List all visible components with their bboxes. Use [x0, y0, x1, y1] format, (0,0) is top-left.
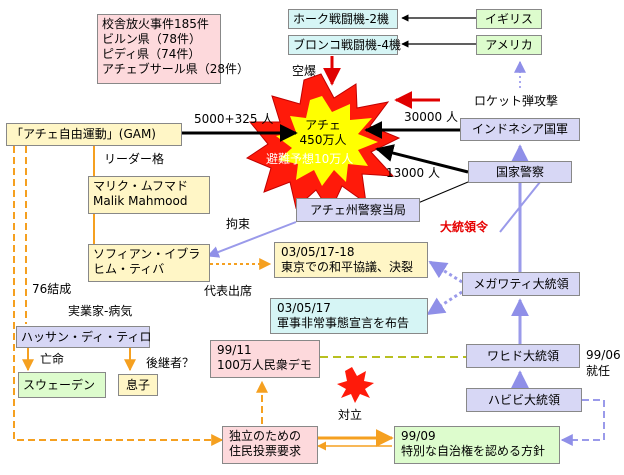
tokyo-talks-box[interactable]: 03/05/17-18 東京での和平協議、決裂	[274, 242, 428, 278]
bronco-fighters-box[interactable]: ブロンコ戦闘機-4機	[288, 35, 401, 55]
malik-name-en: Malik Mahmood	[93, 194, 188, 208]
martial-law-date: 03/05/17	[277, 301, 331, 315]
demo-date: 99/11	[217, 343, 252, 357]
businessman-label: 実業家-病気	[68, 304, 133, 318]
habibie-box[interactable]: ハビビ大統領	[466, 388, 582, 412]
police-box[interactable]: 国家警察	[468, 161, 572, 183]
malik-name-ja: マリク・ムフマド	[93, 179, 189, 193]
gam-box[interactable]: 「アチェ自由運動」(GAM)	[6, 123, 182, 146]
martial-law-box[interactable]: 03/05/17 軍事非常事態宣言を布告	[270, 298, 428, 334]
autonomy-text: 特別な自治権を認める方針	[401, 444, 546, 458]
police-force-label: 13000 人	[386, 166, 440, 180]
demo-text: 100万人民衆デモ	[217, 358, 312, 372]
arson-stat-3: アチェブサール県（28件）	[102, 62, 250, 76]
martial-law-text: 軍事非常事態宣言を布告	[277, 316, 410, 330]
aceh-police-box[interactable]: アチェ州警察当局	[296, 198, 420, 222]
tni-box[interactable]: インドネシア国軍	[460, 118, 580, 141]
sofyan-name-1: ヒム・ティバ	[93, 262, 165, 276]
uk-box[interactable]: イギリス	[476, 9, 542, 29]
autonomy-box[interactable]: 99/09 特別な自治権を認める方針	[394, 426, 560, 464]
referendum-box[interactable]: 独立のための 住民投票要求	[222, 426, 318, 464]
tokyo-talks-date: 03/05/17-18	[281, 245, 355, 259]
sweden-box[interactable]: スウェーデン	[18, 372, 106, 398]
delegate-label: 代表出席	[204, 284, 253, 298]
arson-stat-0: 校舎放火事件185件	[102, 17, 209, 31]
demo-box[interactable]: 99/11 100万人民衆デモ	[210, 340, 320, 378]
gam-to-referendum	[13, 146, 224, 446]
rocket-attack-label: ロケット弾攻撃	[474, 94, 559, 108]
leader-level-label: リーダー格	[104, 152, 165, 166]
megawati-box[interactable]: メガワティ大統領	[462, 272, 580, 296]
aceh-population-label: アチェ 450万人	[298, 118, 348, 148]
referendum-line-1: 住民投票要求	[229, 444, 302, 458]
sofyan-name-0: ソフィアン・イブラ	[93, 247, 201, 261]
tokyo-talks-text: 東京での和平協議、決裂	[281, 260, 414, 274]
arson-stat-1: ビルン県（78件）	[102, 32, 202, 46]
presidential-decree-label: 大統領令	[440, 220, 489, 234]
gam-force-label: 5000+325 人	[194, 112, 274, 126]
exile-label: 亡命	[40, 352, 65, 366]
successor-label: 後継者？	[146, 356, 195, 370]
conflict-burst	[337, 367, 374, 403]
habibie-to-autonomy	[560, 399, 605, 446]
founded-label: 76結成	[32, 282, 72, 296]
referendum-line-0: 独立のための	[229, 429, 302, 443]
tni-force-label: 30000 人	[404, 110, 458, 124]
megawati-to-talks	[428, 260, 463, 284]
evacuees-label: 避難予想10万人	[266, 152, 354, 166]
malik-box[interactable]: マリク・ムフマド Malik Mahmood	[88, 176, 210, 214]
sofyan-box[interactable]: ソフィアン・イブラ ヒム・ティバ	[88, 244, 210, 282]
usa-box[interactable]: アメリカ	[476, 35, 542, 55]
aceh-explosion-core	[276, 96, 378, 186]
hawk-fighters-box[interactable]: ホーク戦闘機-2機	[288, 9, 398, 29]
decree-to-police	[499, 181, 541, 233]
detained-label: 拘束	[226, 217, 251, 231]
conflict-label: 対立	[338, 408, 363, 422]
wahid-box[interactable]: ワヒド大統領	[466, 344, 580, 368]
arson-stats-box: 校舎放火事件185件 ビルン県（78件） ピディ県（74件） アチェブサール県（…	[97, 14, 250, 84]
megawati-to-martial	[426, 290, 463, 316]
police-force-arrow	[375, 144, 469, 174]
hasan-box[interactable]: ハッサン・ディ・ティロ	[16, 326, 151, 348]
air-strike-label: 空爆	[292, 64, 317, 78]
wahid-date-label: 99/06	[586, 348, 621, 362]
wahid-inauguration-label: 就任	[586, 364, 611, 378]
aceh-police-to-sofyan	[206, 221, 297, 258]
autonomy-date: 99/09	[401, 429, 436, 443]
aceh-name: アチェ	[305, 118, 341, 132]
arson-stat-2: ピディ県（74件）	[102, 47, 201, 61]
police-to-aceh-police	[417, 181, 469, 204]
aceh-population: 450万人	[299, 133, 347, 147]
son-box[interactable]: 息子	[118, 374, 158, 396]
